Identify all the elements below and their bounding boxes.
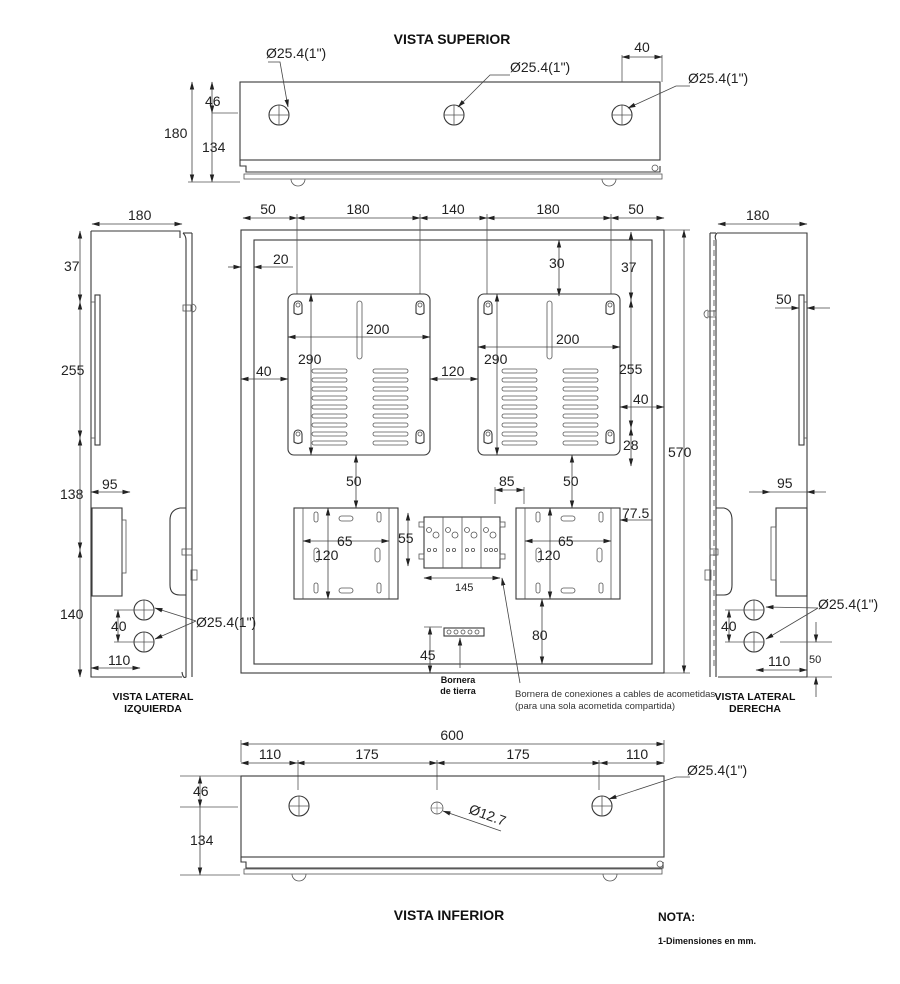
terminal-note-line1: Bornera de conexiones a cables de acomet… <box>515 689 715 700</box>
front-dim-50-left: 50 <box>346 473 362 489</box>
front-dim-top-3: 140 <box>441 201 465 217</box>
front-dim-top-2: 180 <box>346 201 370 217</box>
bottom-dim-600: 600 <box>440 727 464 743</box>
left-view-title-1: VISTA LATERAL <box>113 691 194 703</box>
right-dim-50: 50 <box>809 654 821 666</box>
right-view-title-1: VISTA LATERAL <box>715 691 796 703</box>
front-view: 50 180 140 180 50 20 30 37 <box>228 201 715 712</box>
top-view-title: VISTA SUPERIOR <box>394 31 511 47</box>
terminal-block <box>418 516 506 569</box>
note-block: NOTA: 1-Dimensiones en mm. <box>658 910 756 946</box>
front-dim-50-right: 50 <box>563 473 579 489</box>
ground-label-line1: Bornera <box>441 675 477 685</box>
top-dim-180: 180 <box>164 125 188 141</box>
front-dim-top-1: 50 <box>260 201 276 217</box>
front-dim-40-left: 40 <box>256 363 272 379</box>
front-dim-200-right: 200 <box>556 331 580 347</box>
right-side-view: 180 50 95 40 110 50 Ø25.4(1") VISTA LATE… <box>703 207 878 715</box>
front-dim-77-5: 77.5 <box>622 505 649 521</box>
right-dim-110: 110 <box>768 653 791 669</box>
front-dim-120-right: 120 <box>537 547 561 563</box>
left-dim-140: 140 <box>60 606 84 622</box>
vent-slots-right <box>501 368 599 446</box>
front-dim-30: 30 <box>549 255 565 271</box>
enclosure-inner <box>253 239 653 665</box>
front-dim-top-5: 50 <box>628 201 644 217</box>
vent-slots-left <box>311 368 409 446</box>
din-bracket-left: 65 120 <box>293 507 399 600</box>
bottom-dim-46: 46 <box>193 783 209 799</box>
bottom-dim-3: 175 <box>506 746 530 762</box>
right-dim-180: 180 <box>746 207 770 223</box>
top-hole-right-label: Ø25.4(1") <box>688 70 748 86</box>
top-hole-center <box>443 104 465 126</box>
bottom-view-title: VISTA INFERIOR <box>394 907 504 923</box>
front-dim-65-left: 65 <box>337 533 353 549</box>
front-dim-45: 45 <box>420 647 436 663</box>
front-dim-80: 80 <box>532 627 548 643</box>
left-dim-37: 37 <box>64 258 80 274</box>
top-hole-left-label: Ø25.4(1") <box>266 45 326 61</box>
front-dim-255: 255 <box>619 361 643 377</box>
bottom-small-hole-label: Ø12.7 <box>467 801 509 829</box>
left-side-view: 180 37 255 138 95 140 40 110 Ø25.4(1") V… <box>60 207 256 715</box>
left-hole-label: Ø25.4(1") <box>196 614 256 630</box>
front-top-dimensions: 50 180 140 180 50 <box>242 201 665 294</box>
front-dim-20: 20 <box>273 251 289 267</box>
left-dim-180: 180 <box>128 207 152 223</box>
right-hole-label: Ø25.4(1") <box>818 596 878 612</box>
enclosure-outer <box>240 229 665 674</box>
right-dim-95: 95 <box>777 475 793 491</box>
bottom-view-body <box>240 775 665 858</box>
front-dim-145: 145 <box>455 582 473 594</box>
bottom-hole-label: Ø25.4(1") <box>687 762 747 778</box>
ground-label-line2: de tierra <box>440 686 477 696</box>
bottom-view: 600 110 175 175 110 Ø25.4(1") Ø12.7 <box>180 727 747 923</box>
right-dim-40: 40 <box>721 618 737 634</box>
top-view: VISTA SUPERIOR Ø25.4(1") Ø25.4(1") Ø25.4… <box>164 31 748 187</box>
mounting-plate-left: 200 290 <box>287 293 431 456</box>
left-dim-138: 138 <box>60 486 84 502</box>
top-hole-right <box>611 104 633 126</box>
right-view-title-2: DERECHA <box>729 703 781 715</box>
front-dim-120-left: 120 <box>315 547 339 563</box>
front-dim-85: 85 <box>499 473 515 489</box>
bottom-dim-134: 134 <box>190 832 214 848</box>
right-dim-50-top: 50 <box>776 291 792 307</box>
mounting-plate-right: 200 290 <box>477 293 621 456</box>
front-dim-65-right: 65 <box>558 533 574 549</box>
front-dim-290-right: 290 <box>484 351 508 367</box>
top-hole-left <box>268 104 290 126</box>
top-dim-134: 134 <box>202 139 226 155</box>
note-item-1: 1-Dimensiones en mm. <box>658 936 756 946</box>
bottom-dim-4: 110 <box>626 746 649 762</box>
ground-terminal-strip <box>443 627 485 637</box>
top-hole-center-label: Ø25.4(1") <box>510 59 570 75</box>
front-dim-37: 37 <box>621 259 637 275</box>
left-dim-95: 95 <box>102 476 118 492</box>
top-view-body <box>239 81 661 161</box>
top-dim-46: 46 <box>205 93 221 109</box>
bottom-dim-2: 175 <box>355 746 379 762</box>
front-dim-570: 570 <box>668 444 692 460</box>
front-dim-top-4: 180 <box>536 201 560 217</box>
left-dim-110: 110 <box>108 652 131 668</box>
note-title: NOTA: <box>658 910 695 924</box>
din-bracket-right: 65 120 <box>515 507 621 600</box>
front-dim-55: 55 <box>398 530 414 546</box>
front-dim-120-gap: 120 <box>441 363 465 379</box>
front-dim-40-right: 40 <box>633 391 649 407</box>
left-dim-255: 255 <box>61 362 85 378</box>
terminal-note-line2: (para una sola acometida compartida) <box>515 701 675 712</box>
left-dim-40: 40 <box>111 618 127 634</box>
top-dim-40: 40 <box>634 39 650 55</box>
front-dim-200-left: 200 <box>366 321 390 337</box>
front-dim-28: 28 <box>623 437 639 453</box>
front-dim-290-left: 290 <box>298 351 322 367</box>
left-view-title-2: IZQUIERDA <box>124 703 182 715</box>
bottom-dim-1: 110 <box>259 746 282 762</box>
